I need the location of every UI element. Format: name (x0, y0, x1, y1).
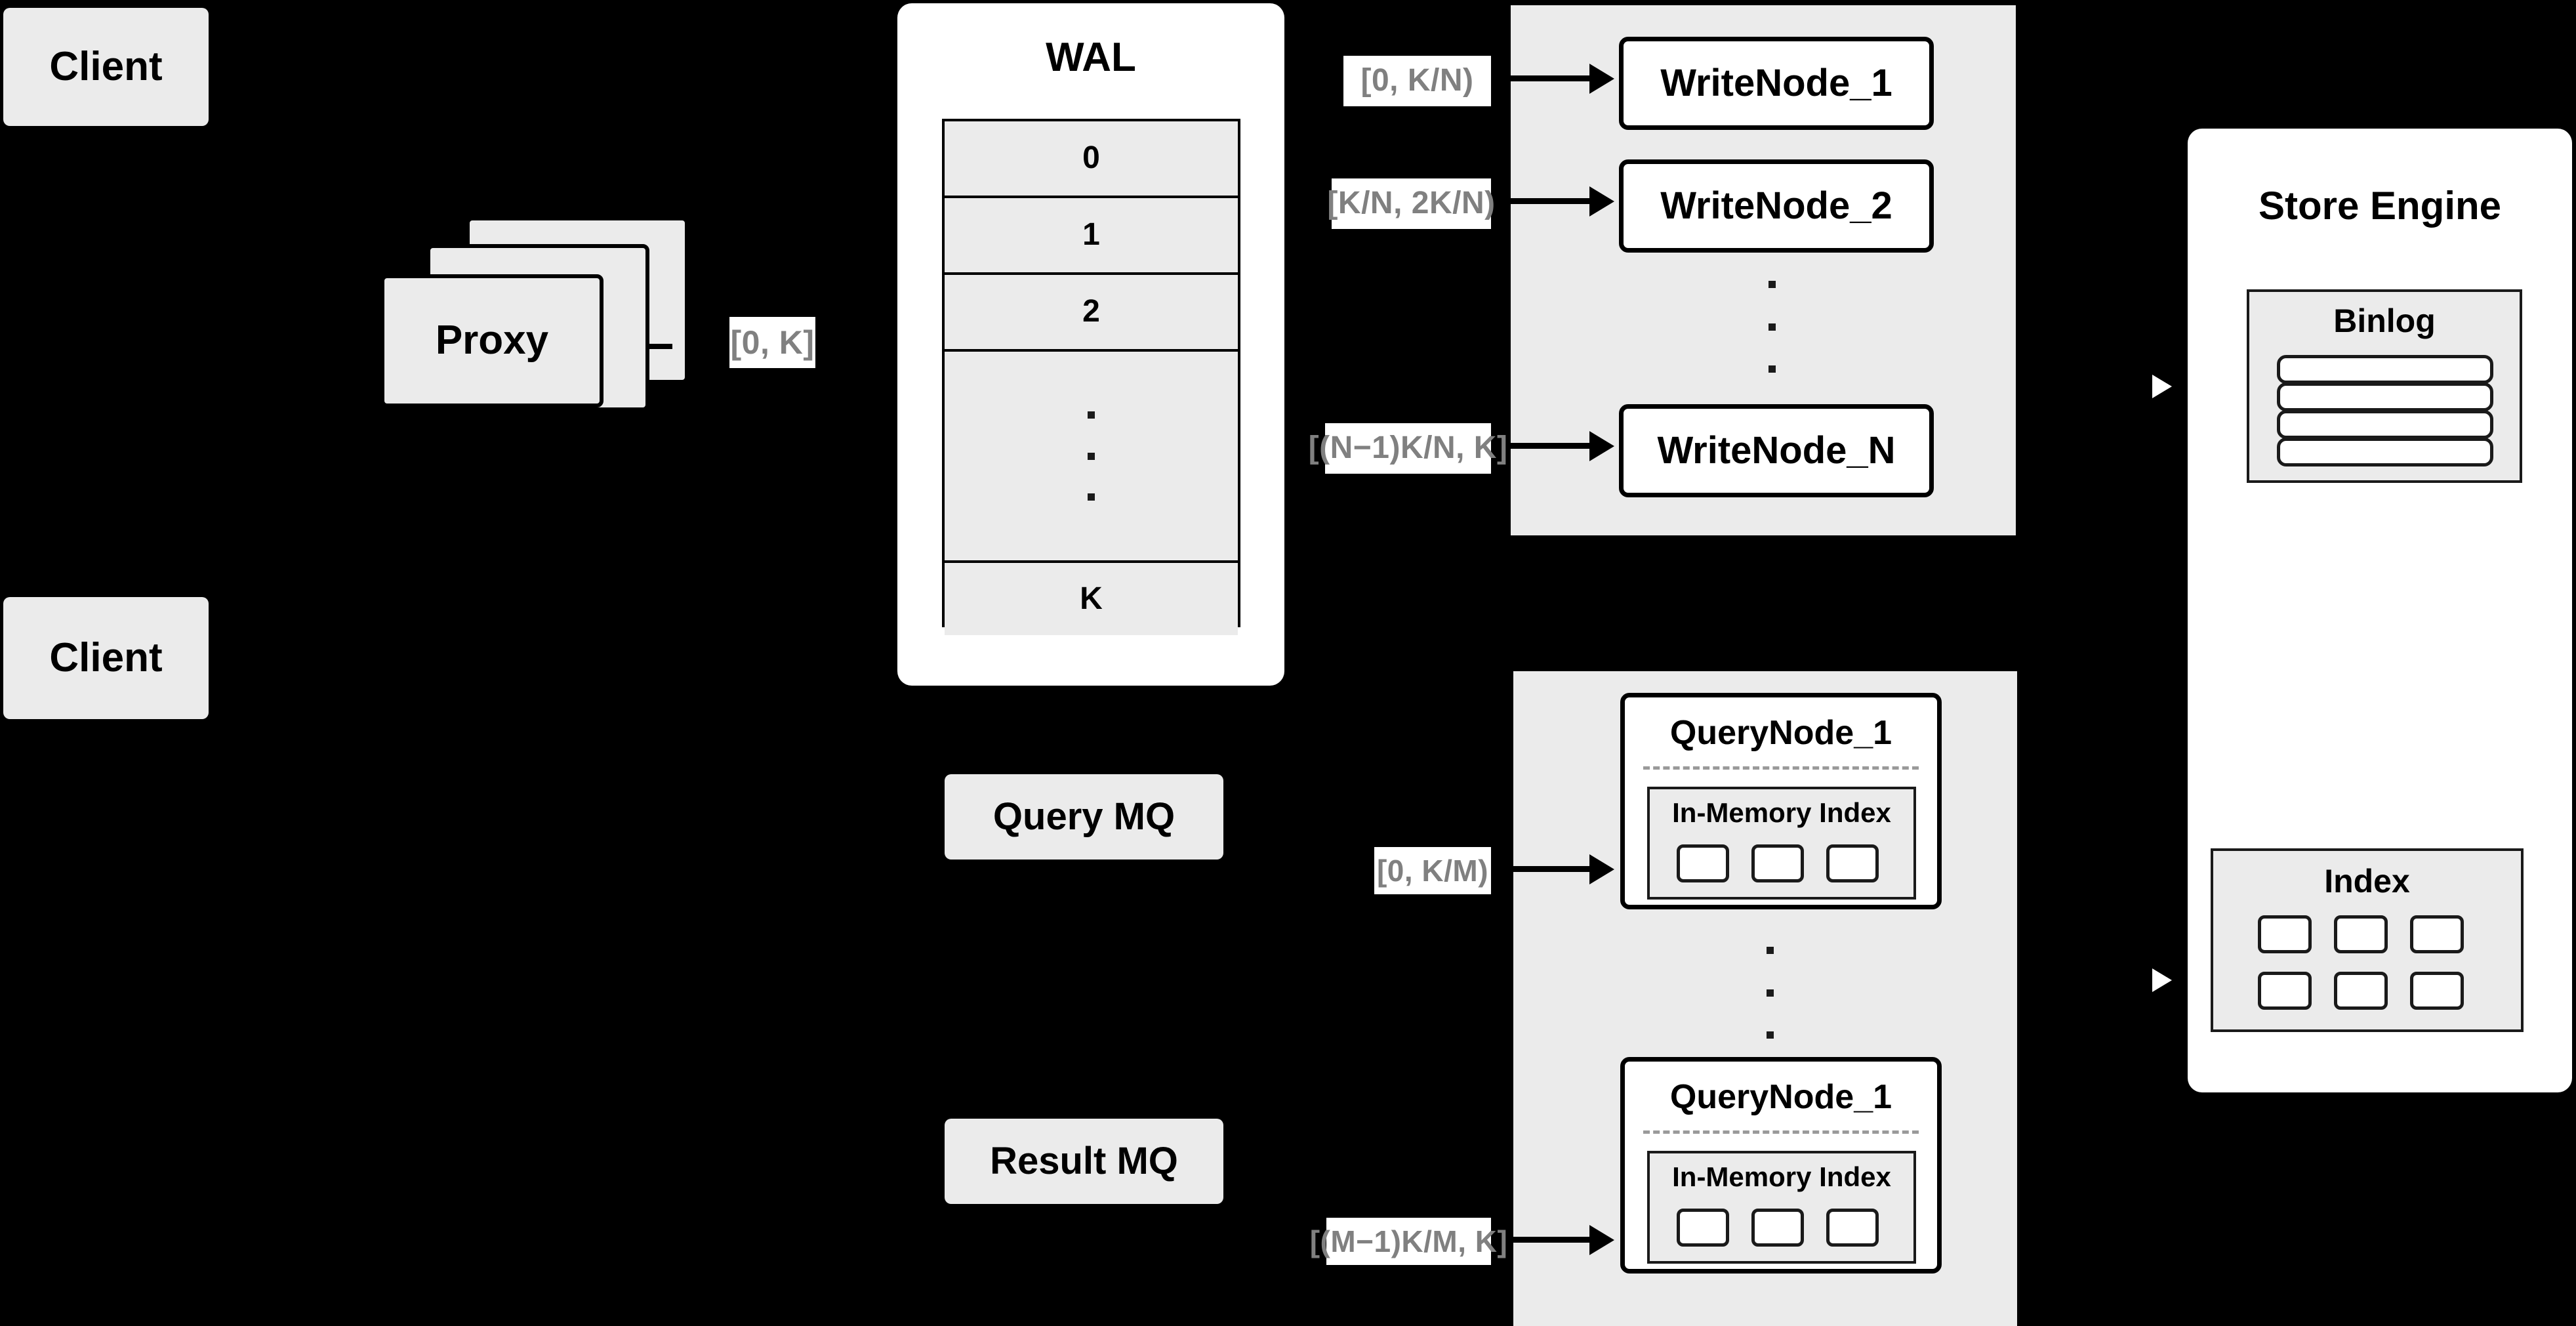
arrow-head-querynode-1 (1589, 854, 1614, 884)
store-engine-title: Store Engine (2258, 184, 2502, 228)
wal-row-2: 2 (945, 275, 1238, 352)
wal-row-ellipsis (945, 352, 1238, 563)
edge-label-proxy-to-wal: [0, K] (729, 317, 815, 368)
wal-row-1: 1 (945, 198, 1238, 275)
query-node-1-segment-3 (1826, 844, 1879, 882)
query-node-m-title: QueryNode_1 (1669, 1078, 1892, 1117)
edge-label-querynode-m: [(M−1)K/M, K] (1310, 1218, 1507, 1265)
query-node-m-segment-2 (1751, 1209, 1804, 1247)
proxy-to-wal-connector (646, 344, 672, 349)
arrow-head-writenode-1 (1589, 64, 1614, 94)
arrow-head-writenode-n (1589, 431, 1614, 461)
edge-label-querynode-1: [0, K/M) (1374, 847, 1491, 894)
arrow-head-writenode-2 (1589, 186, 1614, 217)
write-node-1[interactable]: WriteNode_1 (1619, 37, 1934, 130)
result-mq-label: Result MQ (990, 1140, 1178, 1183)
query-node-1-segment-1 (1677, 844, 1729, 882)
query-node-1-divider (1643, 766, 1919, 770)
write-node-ellipsis (1768, 281, 1776, 373)
wal-row-0: 0 (945, 121, 1238, 198)
proxy-stack[interactable]: Proxy (380, 217, 695, 426)
write-node-2[interactable]: WriteNode_2 (1619, 159, 1934, 253)
arrow-head-to-index (2152, 964, 2182, 997)
arrow-line-querynode-m (1511, 1237, 1589, 1243)
arrow-line-writenode-n (1511, 443, 1589, 449)
index-cell-1 (2258, 915, 2312, 953)
arrow-line-to-index (2070, 945, 2155, 950)
edge-label-writenode-1: [0, K/N) (1343, 56, 1491, 106)
write-node-n[interactable]: WriteNode_N (1619, 404, 1934, 497)
query-mq-label: Query MQ (992, 795, 1176, 839)
index-cell-6 (2410, 972, 2464, 1010)
binlog-title: Binlog (2333, 302, 2436, 339)
query-node-ellipsis (1766, 947, 1774, 1039)
client-node-1[interactable]: Client (3, 8, 209, 126)
write-node-cluster: WriteNode_1 WriteNode_2 WriteNode_N (1511, 5, 2016, 535)
binlog-row-2 (2277, 383, 2493, 411)
edge-label-writenode-2: [K/N, 2K/N) (1327, 178, 1495, 229)
wal-ellipsis-dots (1088, 411, 1095, 501)
edge-label-writenode-n: [(N−1)K/N, K] (1309, 423, 1507, 474)
index-title: Index (2324, 862, 2410, 900)
client-label-2: Client (49, 634, 163, 680)
client-node-2[interactable]: Client (3, 597, 209, 719)
index-cell-2 (2334, 915, 2388, 953)
index-cell-5 (2334, 972, 2388, 1010)
query-node-m-segment-3 (1826, 1209, 1879, 1247)
query-node-m-index-label: In-Memory Index (1672, 1161, 1891, 1192)
store-engine-panel: Store Engine Binlog Index (2188, 129, 2572, 1092)
arrow-line-writenode-2 (1511, 198, 1589, 204)
proxy-card-front[interactable]: Proxy (380, 274, 603, 407)
proxy-label: Proxy (435, 318, 549, 363)
client-label-1: Client (49, 43, 163, 89)
query-node-cluster: QueryNode_1 In-Memory Index QueryNode_1 … (1513, 671, 2017, 1326)
query-node-1-index-label: In-Memory Index (1672, 797, 1891, 828)
arrow-head-to-binlog (2152, 370, 2182, 403)
wal-row-k: K (945, 563, 1238, 635)
query-node-m-divider (1643, 1130, 1919, 1134)
index-cell-4 (2258, 972, 2312, 1010)
binlog-panel: Binlog (2247, 289, 2522, 483)
query-node-m-memory-index: In-Memory Index (1647, 1151, 1916, 1264)
wal-title: WAL (1046, 34, 1136, 80)
query-node-m[interactable]: QueryNode_1 In-Memory Index (1620, 1057, 1942, 1274)
arrow-head-querynode-m (1589, 1225, 1614, 1255)
query-mq-node[interactable]: Query MQ (945, 774, 1223, 860)
binlog-row-4 (2277, 438, 2493, 466)
index-cell-3 (2410, 915, 2464, 953)
query-node-1[interactable]: QueryNode_1 In-Memory Index (1620, 693, 1942, 909)
query-node-1-memory-index: In-Memory Index (1647, 787, 1916, 900)
index-panel: Index (2211, 848, 2524, 1032)
arrow-line-to-binlog (2070, 384, 2155, 389)
binlog-row-1 (2277, 355, 2493, 384)
arrow-line-writenode-1 (1511, 75, 1589, 81)
write-node-2-label: WriteNode_2 (1660, 184, 1892, 228)
result-mq-node[interactable]: Result MQ (945, 1119, 1223, 1204)
write-node-n-label: WriteNode_N (1657, 429, 1896, 472)
query-node-1-title: QueryNode_1 (1669, 714, 1892, 753)
wal-panel: WAL 0 1 2 K (897, 3, 1284, 686)
wal-table: 0 1 2 K (942, 119, 1240, 635)
arrow-line-querynode-1 (1511, 866, 1589, 872)
query-node-m-segment-1 (1677, 1209, 1729, 1247)
write-node-1-label: WriteNode_1 (1660, 62, 1892, 105)
binlog-row-3 (2277, 410, 2493, 439)
query-node-1-segment-2 (1751, 844, 1804, 882)
